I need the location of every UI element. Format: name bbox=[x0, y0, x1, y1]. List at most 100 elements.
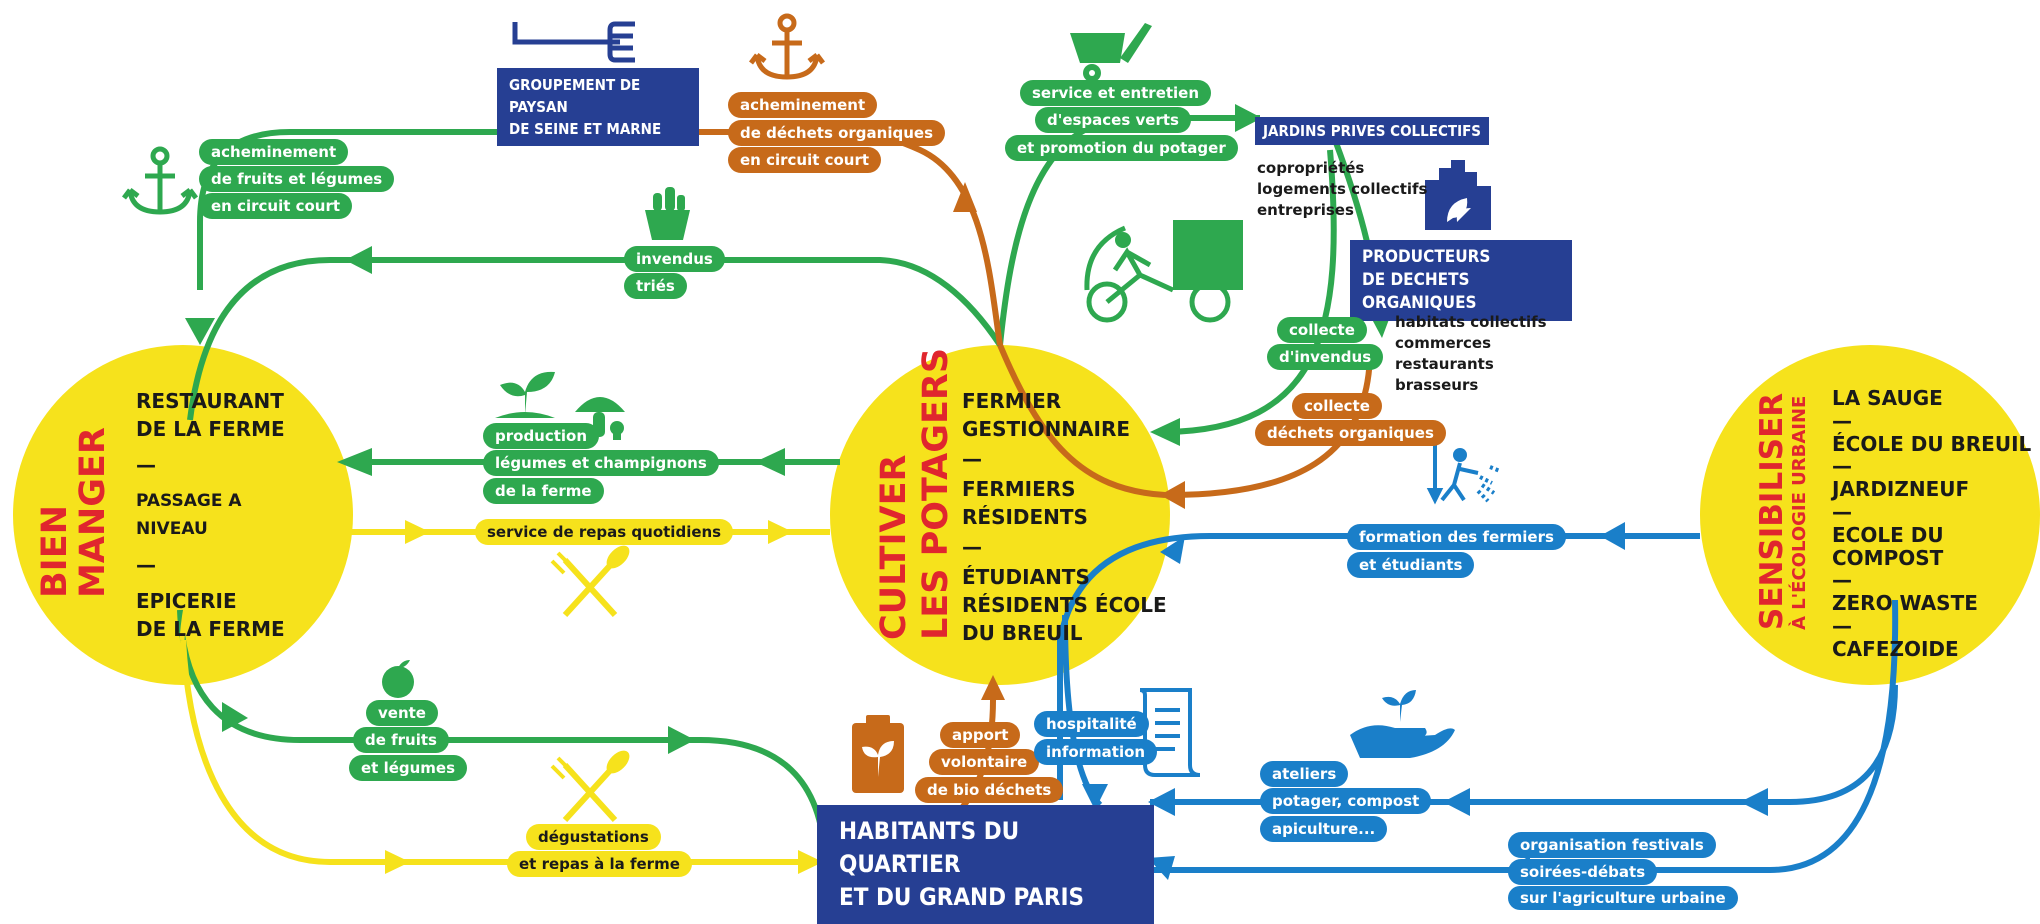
arrow-ateliers-2 bbox=[1443, 788, 1470, 816]
pitchfork-icon bbox=[512, 21, 635, 63]
cultiver-title-line-1: CULTIVER bbox=[874, 454, 914, 640]
pill-service-entretien-2: d'espaces verts bbox=[1035, 107, 1191, 133]
groupement-line: GROUPEMENT DE PAYSAN bbox=[509, 76, 641, 116]
pill-collecte-invendus-2: d'invendus bbox=[1267, 344, 1384, 370]
pill-apport-1: apport bbox=[940, 722, 1021, 748]
sensibiliser-item: LA SAUGE bbox=[1832, 386, 1943, 410]
jardins-list-item: entreprises bbox=[1257, 201, 1354, 219]
pill-production-3: de la ferme bbox=[483, 478, 604, 504]
groupement-line: DE SEINE ET MARNE bbox=[509, 120, 662, 138]
sensibiliser-item: — bbox=[1832, 568, 1852, 593]
habitants-line: HABITANTS DU QUARTIER bbox=[839, 817, 1020, 878]
sensibiliser-item: — bbox=[1832, 408, 1852, 433]
arrow-vente-down bbox=[222, 702, 248, 732]
pill-service-entretien-3: et promotion du potager bbox=[1005, 135, 1238, 161]
pill-acheminement-fruits-3: en circuit court bbox=[199, 193, 353, 219]
bien-manger-items: RESTAURANT DE LA FERME — PASSAGE A NIVEA… bbox=[136, 387, 285, 643]
sensibiliser-item: — bbox=[1832, 613, 1852, 638]
sensibiliser-items: LA SAUGE — ÉCOLE DU BREUIL — JARDIZNEUF … bbox=[1832, 387, 2040, 661]
sensibiliser-item: — bbox=[1832, 454, 1852, 479]
flow-yellow-loop bbox=[179, 469, 341, 641]
basket-icon bbox=[645, 187, 690, 240]
circle-cultiver bbox=[830, 345, 1170, 685]
flow-ateliers bbox=[1150, 684, 1898, 805]
arrow-collecte-dechets bbox=[1160, 481, 1185, 509]
producteurs-list-item: brasseurs bbox=[1395, 376, 1479, 394]
bien-manger-item: — bbox=[136, 553, 156, 577]
utensils-icon-yellow-1 bbox=[550, 545, 630, 618]
sensibiliser-item: ÉCOLE DU BREUIL bbox=[1832, 431, 2032, 456]
arrow-organisation-2 bbox=[1148, 856, 1175, 880]
pill-apport-3: de bio déchets bbox=[915, 777, 1064, 803]
pill-service-repas: service de repas quotidiens bbox=[475, 519, 734, 545]
arrow-formation-left bbox=[1600, 522, 1625, 550]
arrow-dechets-up bbox=[953, 182, 977, 212]
pill-degustations-2: et repas à la ferme bbox=[507, 851, 692, 877]
habitants-box: HABITANTS DU QUARTIER ET DU GRAND PARIS bbox=[817, 805, 1154, 924]
arrow-hospitalite-down bbox=[1082, 784, 1108, 810]
bien-manger-title-line-1: BIEN bbox=[35, 505, 75, 598]
flow-cross-orange bbox=[997, 343, 1166, 498]
producteurs-list-item: habitats collectifs bbox=[1395, 313, 1547, 331]
arrow-production-left-1 bbox=[337, 448, 372, 476]
utensils-icon-yellow-2 bbox=[550, 750, 630, 823]
groupement-box: GROUPEMENT DE PAYSAN DE SEINE ET MARNE bbox=[497, 68, 699, 146]
compost-bin-icon bbox=[852, 715, 904, 793]
producteurs-box: PRODUCTEURS DE DECHETS ORGANIQUES bbox=[1350, 240, 1572, 321]
arrow-fruits-down bbox=[185, 318, 215, 345]
bien-manger-title: BIEN MANGER bbox=[35, 427, 113, 598]
producteurs-list: habitats collectifs commerces restaurant… bbox=[1395, 312, 1547, 396]
pill-acheminement-fruits-1: acheminement bbox=[199, 139, 349, 165]
arrow-collecte-invendus bbox=[1150, 418, 1180, 446]
pill-organisation-1: organisation festivals bbox=[1508, 832, 1716, 858]
cultiver-title-line-2: LES POTAGERS bbox=[916, 347, 956, 640]
cultiver-item: FERMIERS bbox=[962, 477, 1076, 501]
pill-acheminement-dechets-2: de déchets organiques bbox=[728, 120, 946, 146]
scroll-icon bbox=[1139, 688, 1201, 777]
pill-collecte-invendus-1: collecte bbox=[1277, 317, 1367, 343]
arrow-production-left-2 bbox=[755, 448, 785, 476]
pill-ateliers-3: apiculture... bbox=[1260, 816, 1388, 842]
pill-formation-2: et étudiants bbox=[1347, 552, 1475, 578]
pill-ateliers-2: potager, compost bbox=[1260, 788, 1432, 814]
anchor-icon-orange bbox=[749, 13, 825, 80]
pill-service-entretien-1: service et entretien bbox=[1020, 80, 1212, 106]
flow-collecte-dechets bbox=[1169, 349, 1373, 498]
bien-manger-item: RESTAURANT bbox=[136, 389, 284, 413]
bien-manger-title-line-2: MANGER bbox=[73, 427, 113, 598]
pill-organisation-2: soirées-débats bbox=[1508, 859, 1658, 885]
pill-hospitalite-2: information bbox=[1034, 739, 1158, 765]
pill-production-1: production bbox=[483, 423, 600, 449]
pill-production-2: légumes et champignons bbox=[483, 450, 719, 476]
arrow-vente-right bbox=[668, 726, 695, 754]
sprout-icon bbox=[495, 371, 555, 418]
jardins-list: copropriétés logements collectifs entrep… bbox=[1257, 158, 1427, 221]
pill-formation-1: formation des fermiers bbox=[1347, 524, 1566, 550]
cultiver-item: GESTIONNAIRE bbox=[962, 417, 1131, 441]
cultiver-item: RÉSIDENTS bbox=[962, 505, 1088, 529]
bien-manger-item: DE LA FERME bbox=[136, 617, 285, 641]
cultiver-item: — bbox=[962, 535, 982, 559]
sensibiliser-title-line-1: SENSIBILISER bbox=[1754, 392, 1790, 630]
jardins-box: JARDINS PRIVES COLLECTIFS bbox=[1255, 117, 1490, 145]
cultiver-item: RÉSIDENTS ÉCOLE bbox=[962, 593, 1167, 617]
pill-degustations-1: dégustations bbox=[526, 824, 661, 850]
circle-sensibiliser bbox=[1700, 345, 2040, 685]
sensibiliser-title-line-2: À L'ÉCOLOGIE URBAINE bbox=[1789, 395, 1810, 630]
cultiver-item: FERMIER bbox=[962, 389, 1062, 413]
pill-acheminement-dechets-3: en circuit court bbox=[728, 147, 882, 173]
sensibiliser-item: ZERO WASTE bbox=[1832, 591, 1978, 616]
sensibiliser-item: CAFEZOIDE bbox=[1832, 636, 1959, 661]
producteurs-list-item: commerces bbox=[1395, 334, 1492, 352]
pill-acheminement-dechets-1: acheminement bbox=[728, 92, 878, 118]
gardener-icon bbox=[1426, 445, 1501, 505]
cultiver-item: ÉTUDIANTS bbox=[962, 565, 1090, 589]
arrow-degustations-1 bbox=[385, 850, 410, 874]
pill-invendus-1: invendus bbox=[624, 246, 725, 272]
pill-apport-2: volontaire bbox=[929, 749, 1040, 775]
producteurs-line: PRODUCTEURS bbox=[1362, 247, 1491, 267]
pill-invendus-2: triés bbox=[624, 273, 687, 299]
pill-vente-3: et légumes bbox=[349, 755, 468, 781]
flow-vente bbox=[177, 609, 828, 861]
producteurs-line: DE DECHETS ORGANIQUES bbox=[1362, 270, 1477, 313]
